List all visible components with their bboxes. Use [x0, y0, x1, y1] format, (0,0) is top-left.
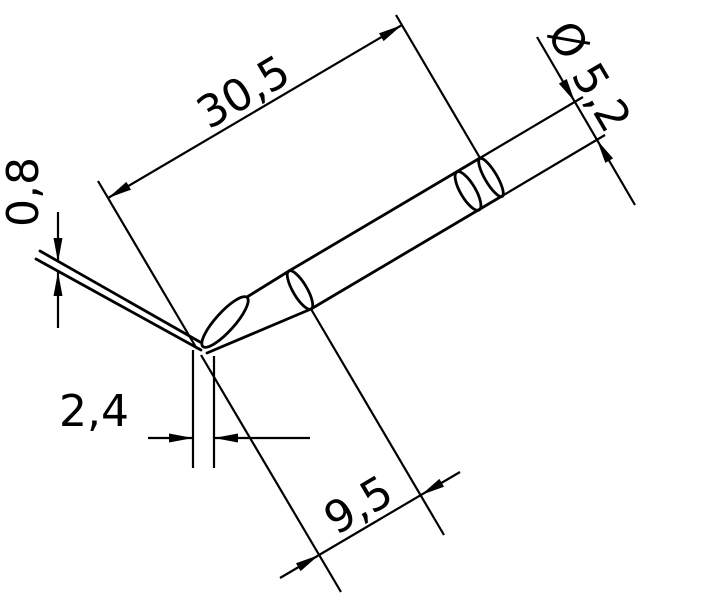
arrowhead — [558, 79, 575, 102]
part-outline — [34, 156, 505, 355]
shaft-end-cap-ellipse — [477, 156, 505, 199]
extension-line — [395, 14, 481, 159]
extension-line — [310, 308, 445, 536]
arrowhead — [597, 140, 614, 163]
shaft-ring-ellipse — [453, 170, 483, 212]
chisel-face-ellipse — [200, 295, 250, 349]
arrowhead — [53, 272, 63, 296]
extension-line — [97, 180, 198, 350]
arrowhead — [379, 25, 402, 42]
arrowhead — [296, 555, 319, 572]
dimension-label-tip-length: 9,5 — [316, 466, 402, 545]
blade-upper-edge — [38, 249, 202, 344]
dimension-tip-thickness: 0,8 — [0, 157, 63, 328]
arrowhead — [53, 238, 63, 262]
extension-line — [200, 354, 342, 593]
extension-line — [501, 134, 606, 197]
dimension-label-length-overall: 30,5 — [188, 46, 298, 140]
dimension-diameter: Ø 5,2 — [479, 13, 641, 206]
extension-line — [479, 96, 584, 159]
dimension-label-tip-thickness: 0,8 — [0, 157, 49, 227]
arrowhead — [421, 478, 444, 495]
dimension-tip-length: 9,5 — [200, 308, 461, 593]
dimension-label-tip-width: 2,4 — [59, 386, 129, 437]
arrowhead — [214, 433, 238, 443]
cone-bottom-edge — [205, 307, 313, 355]
shaft-top-edge — [287, 156, 482, 273]
dimension-line — [536, 36, 636, 206]
dimension-line — [107, 24, 403, 199]
shaft-bottom-edge — [309, 194, 504, 311]
shaft-junction-ellipse — [285, 269, 315, 311]
arrowhead — [108, 181, 131, 198]
dimension-tip-width: 2,4 — [59, 350, 310, 468]
arrowhead — [169, 433, 193, 443]
dimension-length-overall: 30,5 — [97, 14, 481, 350]
dimension-label-diameter: Ø 5,2 — [537, 13, 641, 141]
cone-top-edge — [245, 269, 291, 299]
blade-lower-edge — [34, 257, 203, 352]
